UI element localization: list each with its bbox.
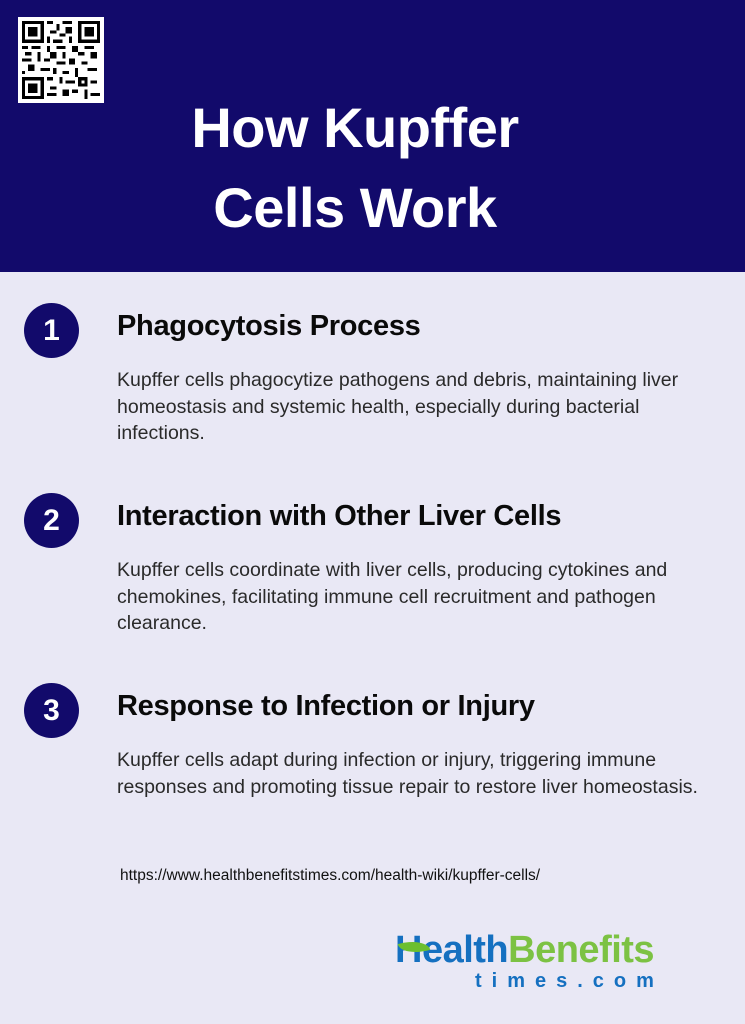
header-banner: How Kupffer Cells Work — [0, 0, 745, 272]
logo-subtext: times.com — [475, 970, 664, 992]
step-number-badge: 2 — [24, 493, 79, 548]
logo-benefits-text: Benefits — [508, 929, 655, 971]
qr-code-icon — [22, 21, 100, 99]
step-number-badge: 1 — [24, 303, 79, 358]
step-description: Kupffer cells phagocytize pathogens and … — [117, 369, 679, 444]
brand-logo: HealthBenefits times.com — [395, 929, 655, 992]
step-title: Phagocytosis Process — [117, 310, 421, 342]
step-description: Kupffer cells adapt during infection or … — [117, 749, 698, 798]
title-line-2: Cells Work — [213, 176, 497, 239]
source-url[interactable]: https://www.healthbenefitstimes.com/heal… — [120, 867, 541, 884]
step-number-badge: 3 — [24, 683, 79, 738]
step-description: Kupffer cells coordinate with liver cell… — [117, 559, 668, 634]
step-title: Interaction with Other Liver Cells — [117, 500, 562, 532]
page-title: How Kupffer Cells Work — [0, 88, 710, 248]
qr-code — [18, 17, 104, 103]
step-title: Response to Infection or Injury — [117, 690, 535, 722]
title-line-1: How Kupffer — [191, 96, 519, 159]
logo-wordmark: HealthBenefits — [395, 929, 655, 971]
